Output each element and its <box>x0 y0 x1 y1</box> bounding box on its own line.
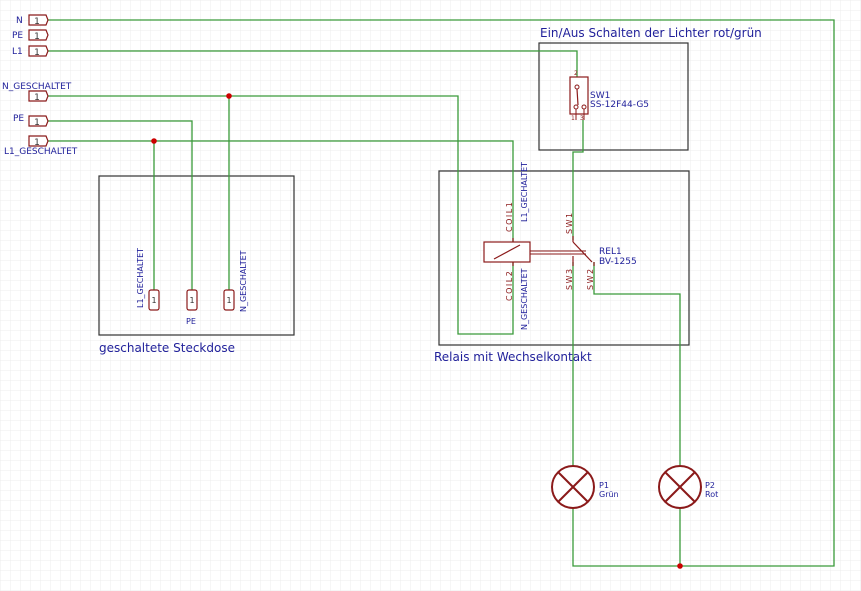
lamp-p2-value: Rot <box>705 490 718 499</box>
connector-label-n: N <box>16 16 23 26</box>
socket-pin-label: 1 <box>151 296 156 305</box>
connector-pin: 1 <box>34 118 40 128</box>
connector-pin: 1 <box>34 138 40 148</box>
socket-group-title: geschaltete Steckdose <box>99 341 235 355</box>
switch-pin-left: 1 <box>571 115 575 122</box>
relay-contact-arm <box>572 241 593 263</box>
connector-pe[interactable]: 1 PE <box>12 29 49 42</box>
relay-sw2-label: SW2 <box>586 267 595 290</box>
socket-pin-pe[interactable] <box>186 289 198 311</box>
wires <box>48 19 835 567</box>
switch-value: SS-12F44-G5 <box>590 100 649 110</box>
relay-coil2-label: COIL2 <box>505 270 514 301</box>
wire-n[interactable] <box>48 19 835 567</box>
connector-label-pe2: PE <box>13 114 24 124</box>
junction-dot <box>226 93 232 99</box>
socket-label-pe: PE <box>186 317 196 326</box>
relay-coil1-label: COIL1 <box>505 201 514 232</box>
connector-pin: 1 <box>34 32 40 42</box>
relay-sw3-label: SW3 <box>565 267 574 290</box>
junction-dot <box>677 563 683 569</box>
switch-pin-top: 2 <box>574 70 578 77</box>
lamp-p1[interactable]: P1 Grün <box>551 465 619 509</box>
switch-sw1[interactable]: 2 1 3 SW1 SS-12F44-G5 <box>569 70 649 122</box>
socket-label-l1: L1_GECHALTET <box>136 248 145 308</box>
wire-pe[interactable] <box>48 120 193 297</box>
switch-pin-right: 3 <box>580 115 584 122</box>
socket-label-n: N_GESCHALTET <box>239 250 248 312</box>
socket-group-box[interactable] <box>98 175 295 336</box>
connector-n[interactable]: 1 N <box>16 14 49 27</box>
switch-ref: SW1 <box>590 91 610 101</box>
wire-sw2-p2[interactable] <box>593 262 681 466</box>
junction-dot <box>151 138 157 144</box>
relay-group-title: Relais mit Wechselkontakt <box>434 350 592 364</box>
socket-pin-label: 1 <box>189 296 194 305</box>
socket-pin-l1[interactable] <box>148 289 160 311</box>
wire-l1-geschaltet[interactable] <box>48 140 514 242</box>
connector-pe2[interactable]: 1 PE <box>13 114 49 128</box>
socket-pin-n[interactable] <box>223 289 235 311</box>
lamp-p2-ref: P2 <box>705 481 715 490</box>
lamp-p2[interactable]: P2 Rot <box>658 465 718 509</box>
relay-rel1[interactable]: COIL1 COIL2 SW1 SW3 SW2 L1_GECHALTET N_G… <box>483 162 637 330</box>
connector-label-n-geschaltet: N_GESCHALTET <box>2 82 72 92</box>
lamp-p1-value: Grün <box>599 490 619 499</box>
wire-l1[interactable] <box>48 50 578 78</box>
connector-pin: 1 <box>34 17 40 27</box>
connector-pin: 1 <box>34 48 40 58</box>
connector-label-pe: PE <box>12 31 23 41</box>
relay-net-top-label: L1_GECHALTET <box>520 162 529 222</box>
wire-n-geschaltet[interactable] <box>48 95 514 335</box>
connector-l1-geschaltet[interactable]: 1 L1_GESCHALTET <box>4 135 78 157</box>
connector-pin: 1 <box>34 93 40 103</box>
socket-pins[interactable]: 1 1 1 L1_GECHALTET PE N_GESCHALTET <box>136 248 248 326</box>
connector-label-l1-geschaltet: L1_GESCHALTET <box>4 147 78 157</box>
connector-n-geschaltet[interactable]: 1 N_GESCHALTET <box>2 82 72 103</box>
lamp-p1-ref: P1 <box>599 481 609 490</box>
relay-value: BV-1255 <box>599 257 637 267</box>
relay-sw1-label: SW1 <box>565 211 574 234</box>
relay-ref: REL1 <box>599 247 622 257</box>
wire-lamp-return[interactable] <box>572 508 681 567</box>
connector-label-l1: L1 <box>12 47 23 57</box>
connector-l1[interactable]: 1 L1 <box>12 45 49 58</box>
relay-group-box[interactable] <box>438 170 690 346</box>
switch-group-box[interactable] <box>538 42 689 151</box>
wire-switch-relay[interactable] <box>572 120 584 240</box>
relay-net-bottom-label: N_GESCHALTET <box>520 268 529 330</box>
socket-pin-label: 1 <box>226 296 231 305</box>
switch-group-title: Ein/Aus Schalten der Lichter rot/grün <box>540 26 762 40</box>
